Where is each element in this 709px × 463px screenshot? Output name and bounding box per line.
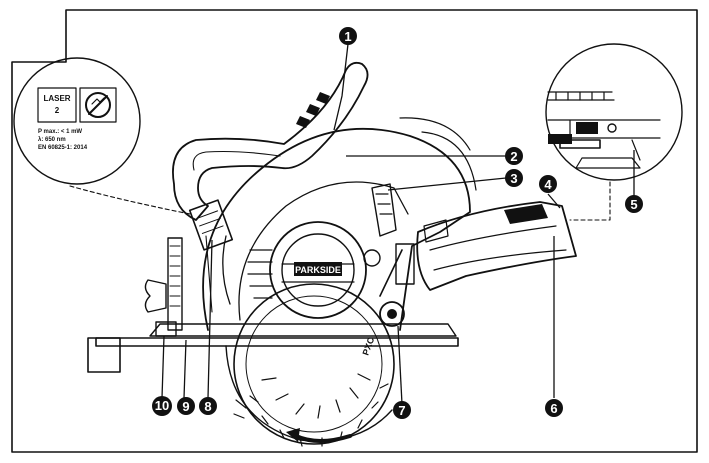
laser-label-inset: LASER 2 P max.: < 1 mW λ: 650 nm EN 6082… [13, 57, 141, 185]
svg-text:7: 7 [398, 403, 405, 418]
brand-logo: PARKSIDE [295, 265, 341, 275]
switch-icon [607, 123, 617, 133]
laser-class-line-1: LASER [43, 94, 70, 103]
laser-class-box [37, 87, 77, 123]
laser-switch-zoom [576, 122, 598, 134]
laser-wavelength: λ: 650 nm [38, 137, 66, 143]
callout-8: 8 [199, 397, 217, 415]
saw-blade: PXC [233, 283, 395, 447]
lower-blade-guard [225, 345, 393, 442]
battery-pack [416, 201, 577, 291]
no-stare-box [79, 87, 117, 123]
main-handle [172, 61, 369, 221]
bevel-adjust-knob [188, 199, 234, 251]
callout-10: 10 [152, 396, 172, 416]
zoom-inset [545, 43, 683, 181]
callout-9: 9 [177, 397, 195, 415]
parallel-guide [144, 237, 183, 337]
svg-text:4: 4 [544, 177, 552, 192]
svg-text:2: 2 [510, 149, 517, 164]
rotation-direction-arrow [294, 434, 352, 443]
callout-7: 7 [393, 401, 411, 419]
svg-text:10: 10 [155, 398, 169, 413]
laser-standard: EN 60825-1: 2014 [38, 145, 88, 151]
guide-knob [144, 279, 167, 313]
laser-class-line-2: 2 [55, 106, 60, 115]
callout-2: 2 [505, 147, 523, 165]
svg-text:3: 3 [510, 171, 517, 186]
laser-power: P max.: < 1 mW [38, 129, 82, 135]
svg-text:9: 9 [182, 399, 189, 414]
svg-text:1: 1 [344, 29, 351, 44]
cut-indicator [155, 321, 177, 337]
callout-4: 4 [539, 175, 557, 193]
depth-lock-lever [363, 243, 415, 327]
svg-text:6: 6 [550, 401, 557, 416]
no-stare-icon [85, 92, 111, 118]
upper-blade-guard [202, 117, 477, 331]
arrow-head-icon [286, 428, 300, 442]
svg-text:5: 5 [630, 197, 637, 212]
svg-text:8: 8 [204, 399, 211, 414]
callout-1: 1 [339, 27, 357, 45]
leader-lines [161, 43, 635, 405]
zoom-leader-dashed [569, 181, 611, 221]
laser-leader-dashed [69, 185, 191, 215]
brand-logo-plate [294, 262, 342, 276]
diagram-frame [11, 9, 698, 453]
callout-5: 5 [625, 195, 643, 213]
callout-3: 3 [505, 169, 523, 187]
callout-6: 6 [545, 399, 563, 417]
motor-housing: PARKSIDE [205, 221, 367, 319]
saw-base-plate [87, 323, 459, 373]
handle-grip-ribs [296, 92, 330, 128]
laser-module [371, 183, 397, 237]
